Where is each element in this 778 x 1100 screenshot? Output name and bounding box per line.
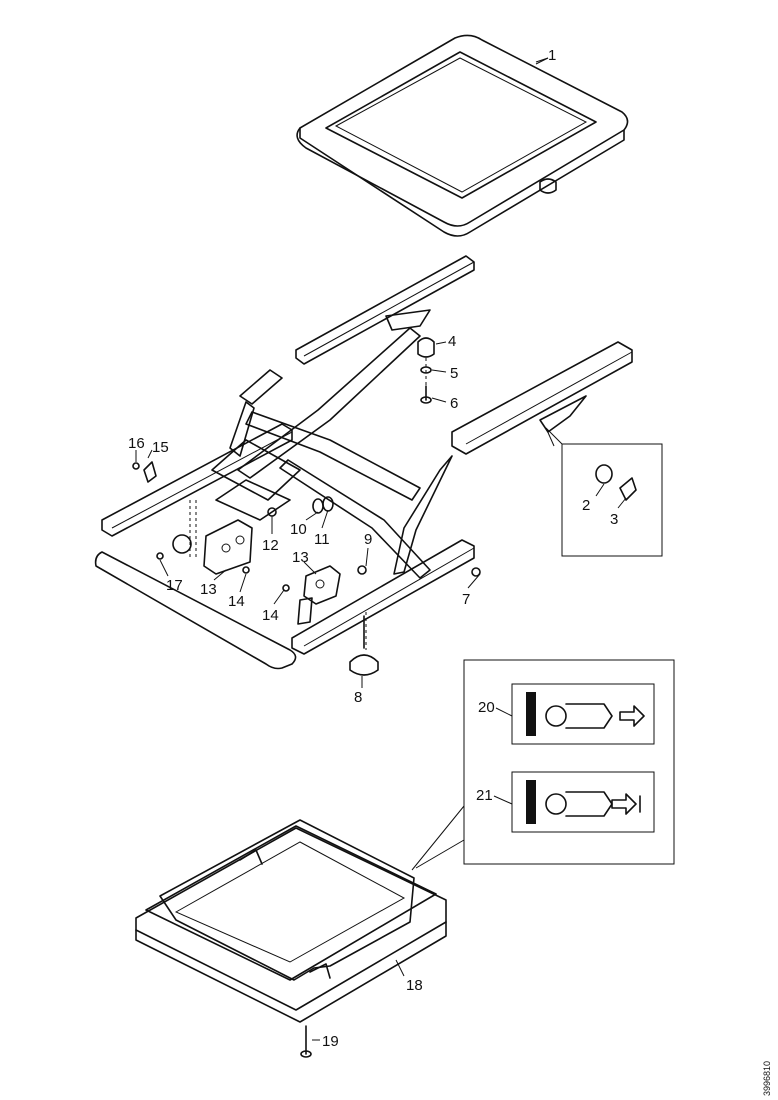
label-detail-box [411,659,675,871]
seat-frame [94,255,633,670]
part-4-bump-stop [417,337,435,358]
part-17-nut [156,552,164,560]
label-20-decal [511,683,655,745]
callout-15: 15 [152,439,169,456]
part-18-base-tray [135,819,447,1023]
part-5-washer [420,366,432,374]
part-13-bracket-right [297,565,341,625]
detail-box-2-3 [545,427,663,557]
callout-12: 12 [262,537,279,554]
part-9-nut [357,565,367,575]
callout-17: 17 [166,577,183,594]
callout-7: 7 [462,591,470,608]
document-number: 3996810 [762,1061,772,1096]
part-8-bump-stop [349,615,379,676]
callout-9: 9 [364,531,372,548]
callout-5: 5 [450,365,458,382]
part-1-cushion [296,34,629,237]
callout-13-left: 13 [200,581,217,598]
part-13-bracket-left [203,519,253,575]
part-6-screw [420,385,432,404]
part-15-16-fixings [132,461,157,483]
callout-3: 3 [610,511,618,528]
part-7-nut [471,567,481,577]
callout-14-left: 14 [228,593,245,610]
part-19-screw [300,1025,312,1058]
callout-11: 11 [314,531,330,548]
label-21-decal [511,771,655,833]
callout-2: 2 [582,497,590,514]
callout-6: 6 [450,395,458,412]
callout-20: 20 [478,699,495,716]
callout-16: 16 [128,435,145,452]
leader-lines [135,57,627,1041]
callout-1: 1 [548,47,556,64]
callout-13-right: 13 [292,549,309,566]
part-10-11-bushings [312,496,334,514]
callout-21: 21 [476,787,493,804]
callout-18: 18 [406,977,423,994]
callout-10: 10 [290,521,307,538]
callout-8: 8 [354,689,362,706]
callout-19: 19 [322,1033,339,1050]
part-14-screws [242,566,290,592]
callout-4: 4 [448,333,456,350]
callout-numbers: 1 4 5 6 16 15 2 3 12 10 11 9 13 17 13 14… [128,47,618,1050]
callout-14-right: 14 [262,607,279,624]
